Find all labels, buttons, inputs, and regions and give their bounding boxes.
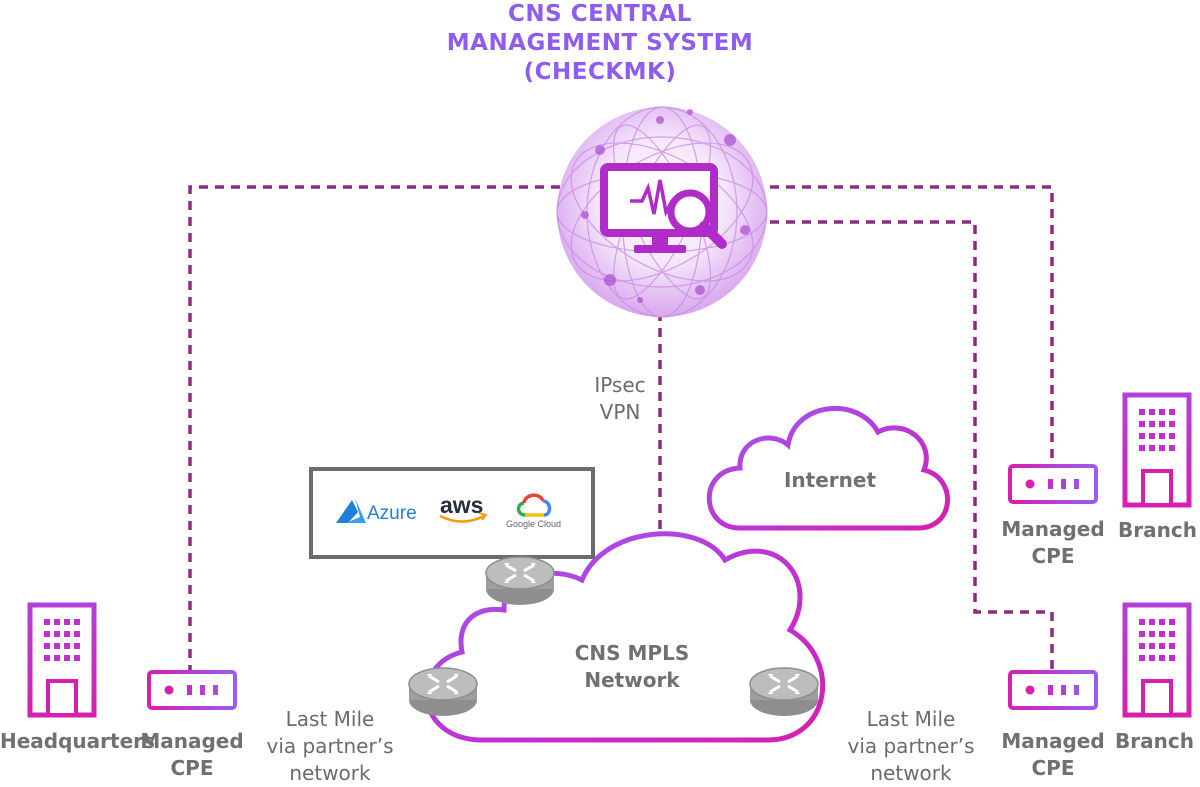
mpls-label: CNS MPLS Network bbox=[560, 640, 704, 694]
cms-title-line1: CNS CENTRAL bbox=[508, 1, 692, 27]
router-right-icon bbox=[748, 666, 820, 718]
aws-smile-icon bbox=[439, 512, 488, 523]
last-mile-right-line1: Last Mile bbox=[866, 707, 956, 731]
last-mile-right-label: Last Mile via partner’s network bbox=[836, 706, 986, 787]
branch1-label: Branch 1 bbox=[1118, 518, 1200, 542]
cpe-branchN-line2: CPE bbox=[1031, 756, 1075, 780]
management-links bbox=[188, 185, 1054, 672]
branchN-building-icon bbox=[1125, 605, 1189, 715]
last-mile-left-line2: via partner’s bbox=[266, 734, 394, 758]
ipsec-line2: VPN bbox=[599, 400, 641, 424]
cms-globe-icon bbox=[556, 106, 768, 318]
cms-title: CNS CENTRAL MANAGEMENT SYSTEM (CHECKMK) bbox=[0, 0, 1200, 87]
internet-label: Internet bbox=[783, 468, 877, 492]
last-mile-left-label: Last Mile via partner’s network bbox=[255, 706, 405, 787]
cpe-hq-label: Managed CPE bbox=[134, 728, 250, 782]
link-hq-to-cms bbox=[188, 185, 560, 670]
router-left-icon bbox=[407, 666, 479, 718]
ipsec-vpn-label: IPsec VPN bbox=[580, 372, 660, 426]
ipsec-line1: IPsec bbox=[594, 373, 646, 397]
cpe-branchN-line1: Managed bbox=[1001, 729, 1105, 753]
branch1-building-icon bbox=[1125, 395, 1189, 505]
aws-label: aws bbox=[440, 492, 484, 518]
cms-title-line3: (CHECKMK) bbox=[523, 59, 677, 85]
last-mile-right-line3: network bbox=[870, 761, 952, 785]
azure-logo-icon bbox=[336, 498, 366, 523]
cpe-branch1-icon bbox=[1008, 464, 1098, 504]
google-cloud-logo-icon bbox=[516, 493, 552, 517]
last-mile-left-line1: Last Mile bbox=[285, 707, 375, 731]
cpe-hq-icon bbox=[147, 670, 237, 710]
last-mile-left-line3: network bbox=[289, 761, 371, 785]
cpe-branch1-label: Managed CPE bbox=[995, 516, 1111, 570]
cpe-hq-line1: Managed bbox=[140, 729, 244, 753]
link-branchN-to-cms bbox=[770, 220, 1054, 672]
google-cloud-label: Google Cloud bbox=[506, 519, 562, 529]
last-mile-right-line2: via partner’s bbox=[847, 734, 975, 758]
cpe-branch1-line1: Managed bbox=[1001, 517, 1105, 541]
headquarters-label: Headquarters bbox=[0, 729, 155, 753]
cpe-branchN-icon bbox=[1008, 670, 1098, 710]
branchN-label: Branch N bbox=[1115, 729, 1200, 753]
link-branch1-to-cms bbox=[770, 185, 1054, 466]
cpe-hq-line2: CPE bbox=[170, 756, 214, 780]
mpls-line1: CNS MPLS bbox=[574, 641, 690, 665]
mpls-line2: Network bbox=[584, 668, 680, 692]
cpe-branchN-label: Managed CPE bbox=[995, 728, 1111, 782]
cpe-branch1-line2: CPE bbox=[1031, 544, 1075, 568]
internet-cloud bbox=[706, 406, 950, 531]
router-top-icon bbox=[484, 555, 556, 607]
azure-label: Azure bbox=[367, 503, 417, 524]
headquarters-building-icon bbox=[30, 605, 94, 715]
cms-title-line2: MANAGEMENT SYSTEM bbox=[446, 30, 754, 56]
